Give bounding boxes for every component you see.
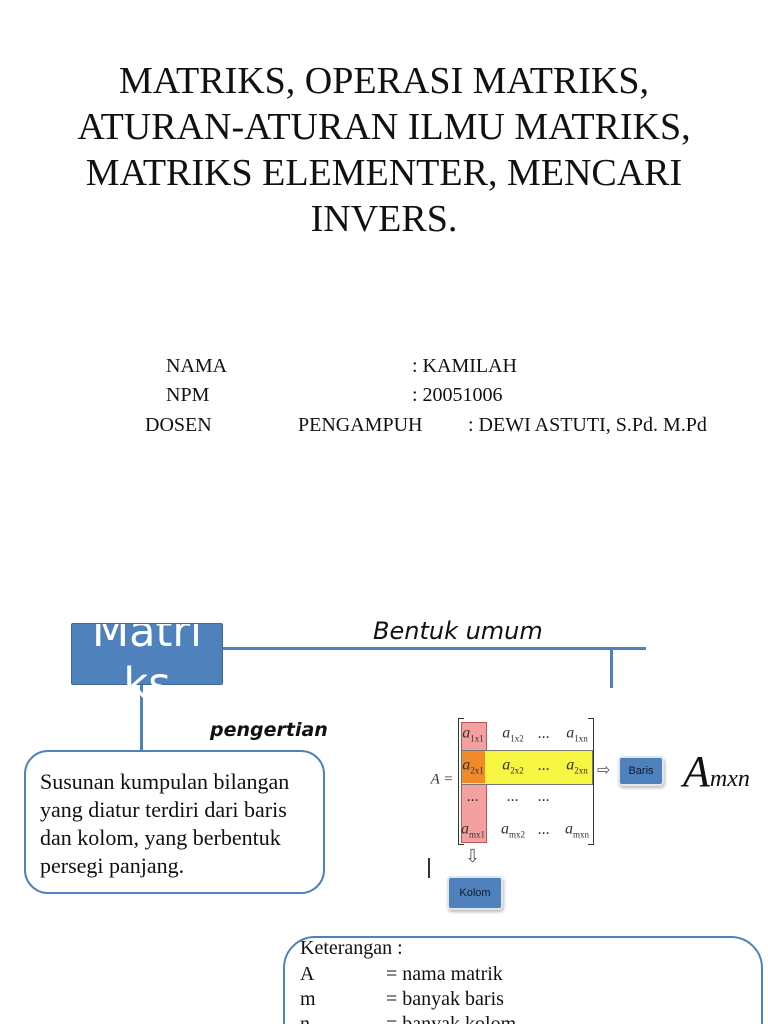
bentuk-umum-label: Bentuk umum (373, 617, 543, 645)
definition-text: Susunan kumpulan bilangan yang diatur te… (40, 769, 290, 878)
matrix-cell: a1x1 (462, 724, 484, 743)
matrix-cell: a1xn (566, 724, 588, 743)
matrix-cell: ... (538, 788, 550, 806)
keterangan-desc: = banyak kolom (386, 1013, 517, 1024)
matrix-cell: a1x2 (502, 724, 524, 743)
matrix-cell: amx2 (501, 820, 525, 839)
notation: Amxn (683, 750, 750, 801)
definition-box: Susunan kumpulan bilangan yang diatur te… (24, 750, 325, 894)
right-bracket (588, 718, 594, 845)
matrix-cell: amxn (565, 820, 589, 839)
nama-value: : KAMILAH (412, 355, 517, 377)
matrix-cell-main: a (500, 820, 509, 838)
matrix-lhs: A = (430, 771, 454, 788)
overlap-highlight (462, 751, 485, 783)
matrix-cell: ... (467, 788, 479, 806)
matrix-cell-main: a (460, 820, 469, 838)
keterangan-row: m = banyak baris (300, 986, 504, 1012)
arrow-down-icon: ⇩ (465, 846, 481, 866)
left-bracket (458, 718, 464, 845)
matrix-cell-index: 1x2 (510, 733, 524, 744)
matrix-cell-main: ... (507, 788, 519, 805)
kolom-tag: Kolom (447, 876, 503, 910)
keterangan-symbol: n (300, 1013, 310, 1024)
title-line: ATURAN-ATURAN ILMU MATRIKS, (77, 106, 691, 148)
connector-line (610, 648, 613, 688)
matrix-cell-main: ... (538, 725, 550, 742)
matrix-cell-main: ... (538, 788, 550, 805)
matrix-cell: a2x1 (462, 756, 484, 775)
matrix-cell-main: a (502, 724, 511, 742)
matrix-cell-index: 1x1 (470, 733, 484, 744)
page-title: MATRIKS, OPERASI MATRIKS, ATURAN-ATURAN … (40, 58, 728, 242)
matrix-cell-main: a (502, 756, 511, 774)
matrix-cell: a2x2 (502, 756, 524, 775)
matrix-cell-index: 2xn (574, 765, 588, 776)
matrix-cell: amx1 (461, 820, 485, 839)
npm-label: NPM (166, 384, 210, 406)
matrix-cell: ... (538, 757, 550, 775)
matrix-cell-main: a (462, 756, 471, 774)
notation-sub: mxn (709, 766, 750, 792)
pengertian-label: pengertian (210, 719, 328, 741)
connector-line (222, 647, 646, 650)
keterangan-symbol: m (300, 988, 316, 1010)
matrix-cell-main: a (462, 724, 471, 742)
matrix-cell-index: mx1 (468, 829, 486, 840)
notation-main: A (683, 747, 710, 796)
keterangan-box: Keterangan : A = nama matrik m = banyak ba… (283, 936, 763, 1024)
matrix-cell-index: 2x1 (470, 765, 484, 776)
keterangan-row: A = nama matrik (300, 961, 503, 987)
matrix-cell: a2xn (566, 756, 588, 775)
matrix-cell: ... (507, 788, 519, 806)
matrix-cell-main: ... (538, 821, 550, 838)
npm-value: : 20051006 (412, 384, 503, 406)
matriks-node-label: Matri ks (92, 607, 202, 709)
keterangan-desc: = banyak baris (386, 988, 504, 1010)
matriks-node: Matri ks (71, 623, 223, 709)
matrix-cell: ... (538, 725, 550, 743)
dosen-value: : DEWI ASTUTI, S.Pd. M.Pd (468, 414, 707, 436)
matrix-cell-main: a (566, 724, 575, 742)
keterangan-row: n = banyak kolom (300, 1011, 516, 1024)
matrix-cell-main: ... (538, 757, 550, 774)
text-cursor (428, 858, 430, 878)
keterangan-symbol: A (300, 963, 315, 985)
matrix-cell-index: mxn (572, 829, 590, 840)
matrix-cell-index: mx2 (508, 829, 526, 840)
arrow-right-icon: ⇨ (597, 762, 611, 779)
dosen-label-2: PENGAMPUH (298, 414, 423, 436)
matrix-cell-main: a (564, 820, 573, 838)
matrix-cell-index: 1xn (574, 733, 588, 744)
matrix-cell-index: 2x2 (510, 765, 524, 776)
title-line: MATRIKS ELEMENTER, MENCARI (85, 152, 683, 194)
keterangan-heading: Keterangan : (300, 937, 403, 959)
title-line: MATRIKS, OPERASI MATRIKS, (119, 60, 649, 102)
matrix-cell-main: a (566, 756, 575, 774)
dosen-label: DOSEN (145, 414, 212, 436)
title-line: INVERS. (310, 198, 458, 240)
nama-label: NAMA (166, 355, 228, 377)
matrix-cell: ... (538, 821, 550, 839)
baris-tag: Baris (618, 756, 664, 786)
connector-line (140, 684, 143, 750)
keterangan-desc: = nama matrik (386, 963, 503, 985)
matrix-cell-main: ... (467, 788, 479, 805)
